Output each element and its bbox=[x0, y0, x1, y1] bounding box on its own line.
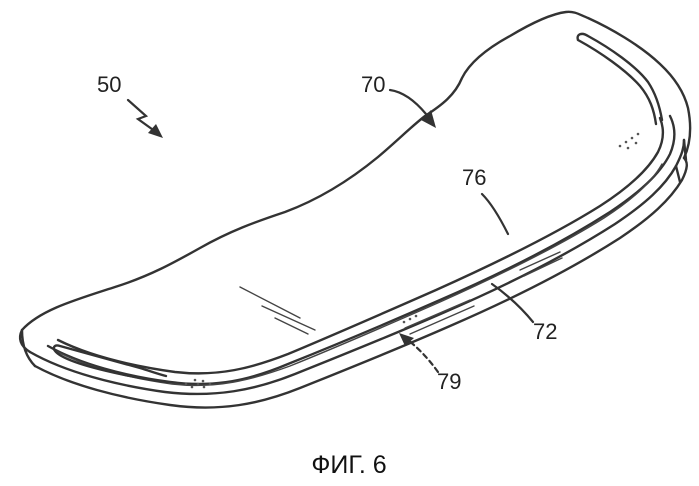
part-bottom-outline bbox=[35, 158, 687, 408]
arrowhead-50 bbox=[148, 124, 163, 138]
part-top-outline bbox=[22, 12, 690, 330]
label-76: 76 bbox=[462, 165, 486, 190]
figure-caption: ФИГ. 6 bbox=[311, 451, 386, 479]
right-slot bbox=[578, 34, 662, 124]
left-slot bbox=[54, 345, 168, 382]
surface-line-3 bbox=[275, 318, 308, 334]
part-front-edge-2 bbox=[30, 140, 684, 394]
stipple-right bbox=[619, 133, 640, 150]
leader-70 bbox=[390, 90, 426, 114]
part-upper-lip bbox=[48, 116, 675, 384]
label-72: 72 bbox=[533, 319, 557, 344]
label-79: 79 bbox=[437, 369, 461, 394]
leader-50 bbox=[128, 100, 156, 132]
surface-line-2 bbox=[262, 306, 315, 330]
arrowhead-70 bbox=[421, 110, 436, 128]
leader-79 bbox=[408, 340, 438, 372]
surface-line-1 bbox=[240, 287, 300, 318]
leader-76 bbox=[482, 194, 508, 234]
label-50: 50 bbox=[97, 72, 121, 97]
front-recess-2 bbox=[520, 252, 562, 276]
part-left-end bbox=[20, 330, 35, 366]
label-70: 70 bbox=[361, 72, 385, 97]
